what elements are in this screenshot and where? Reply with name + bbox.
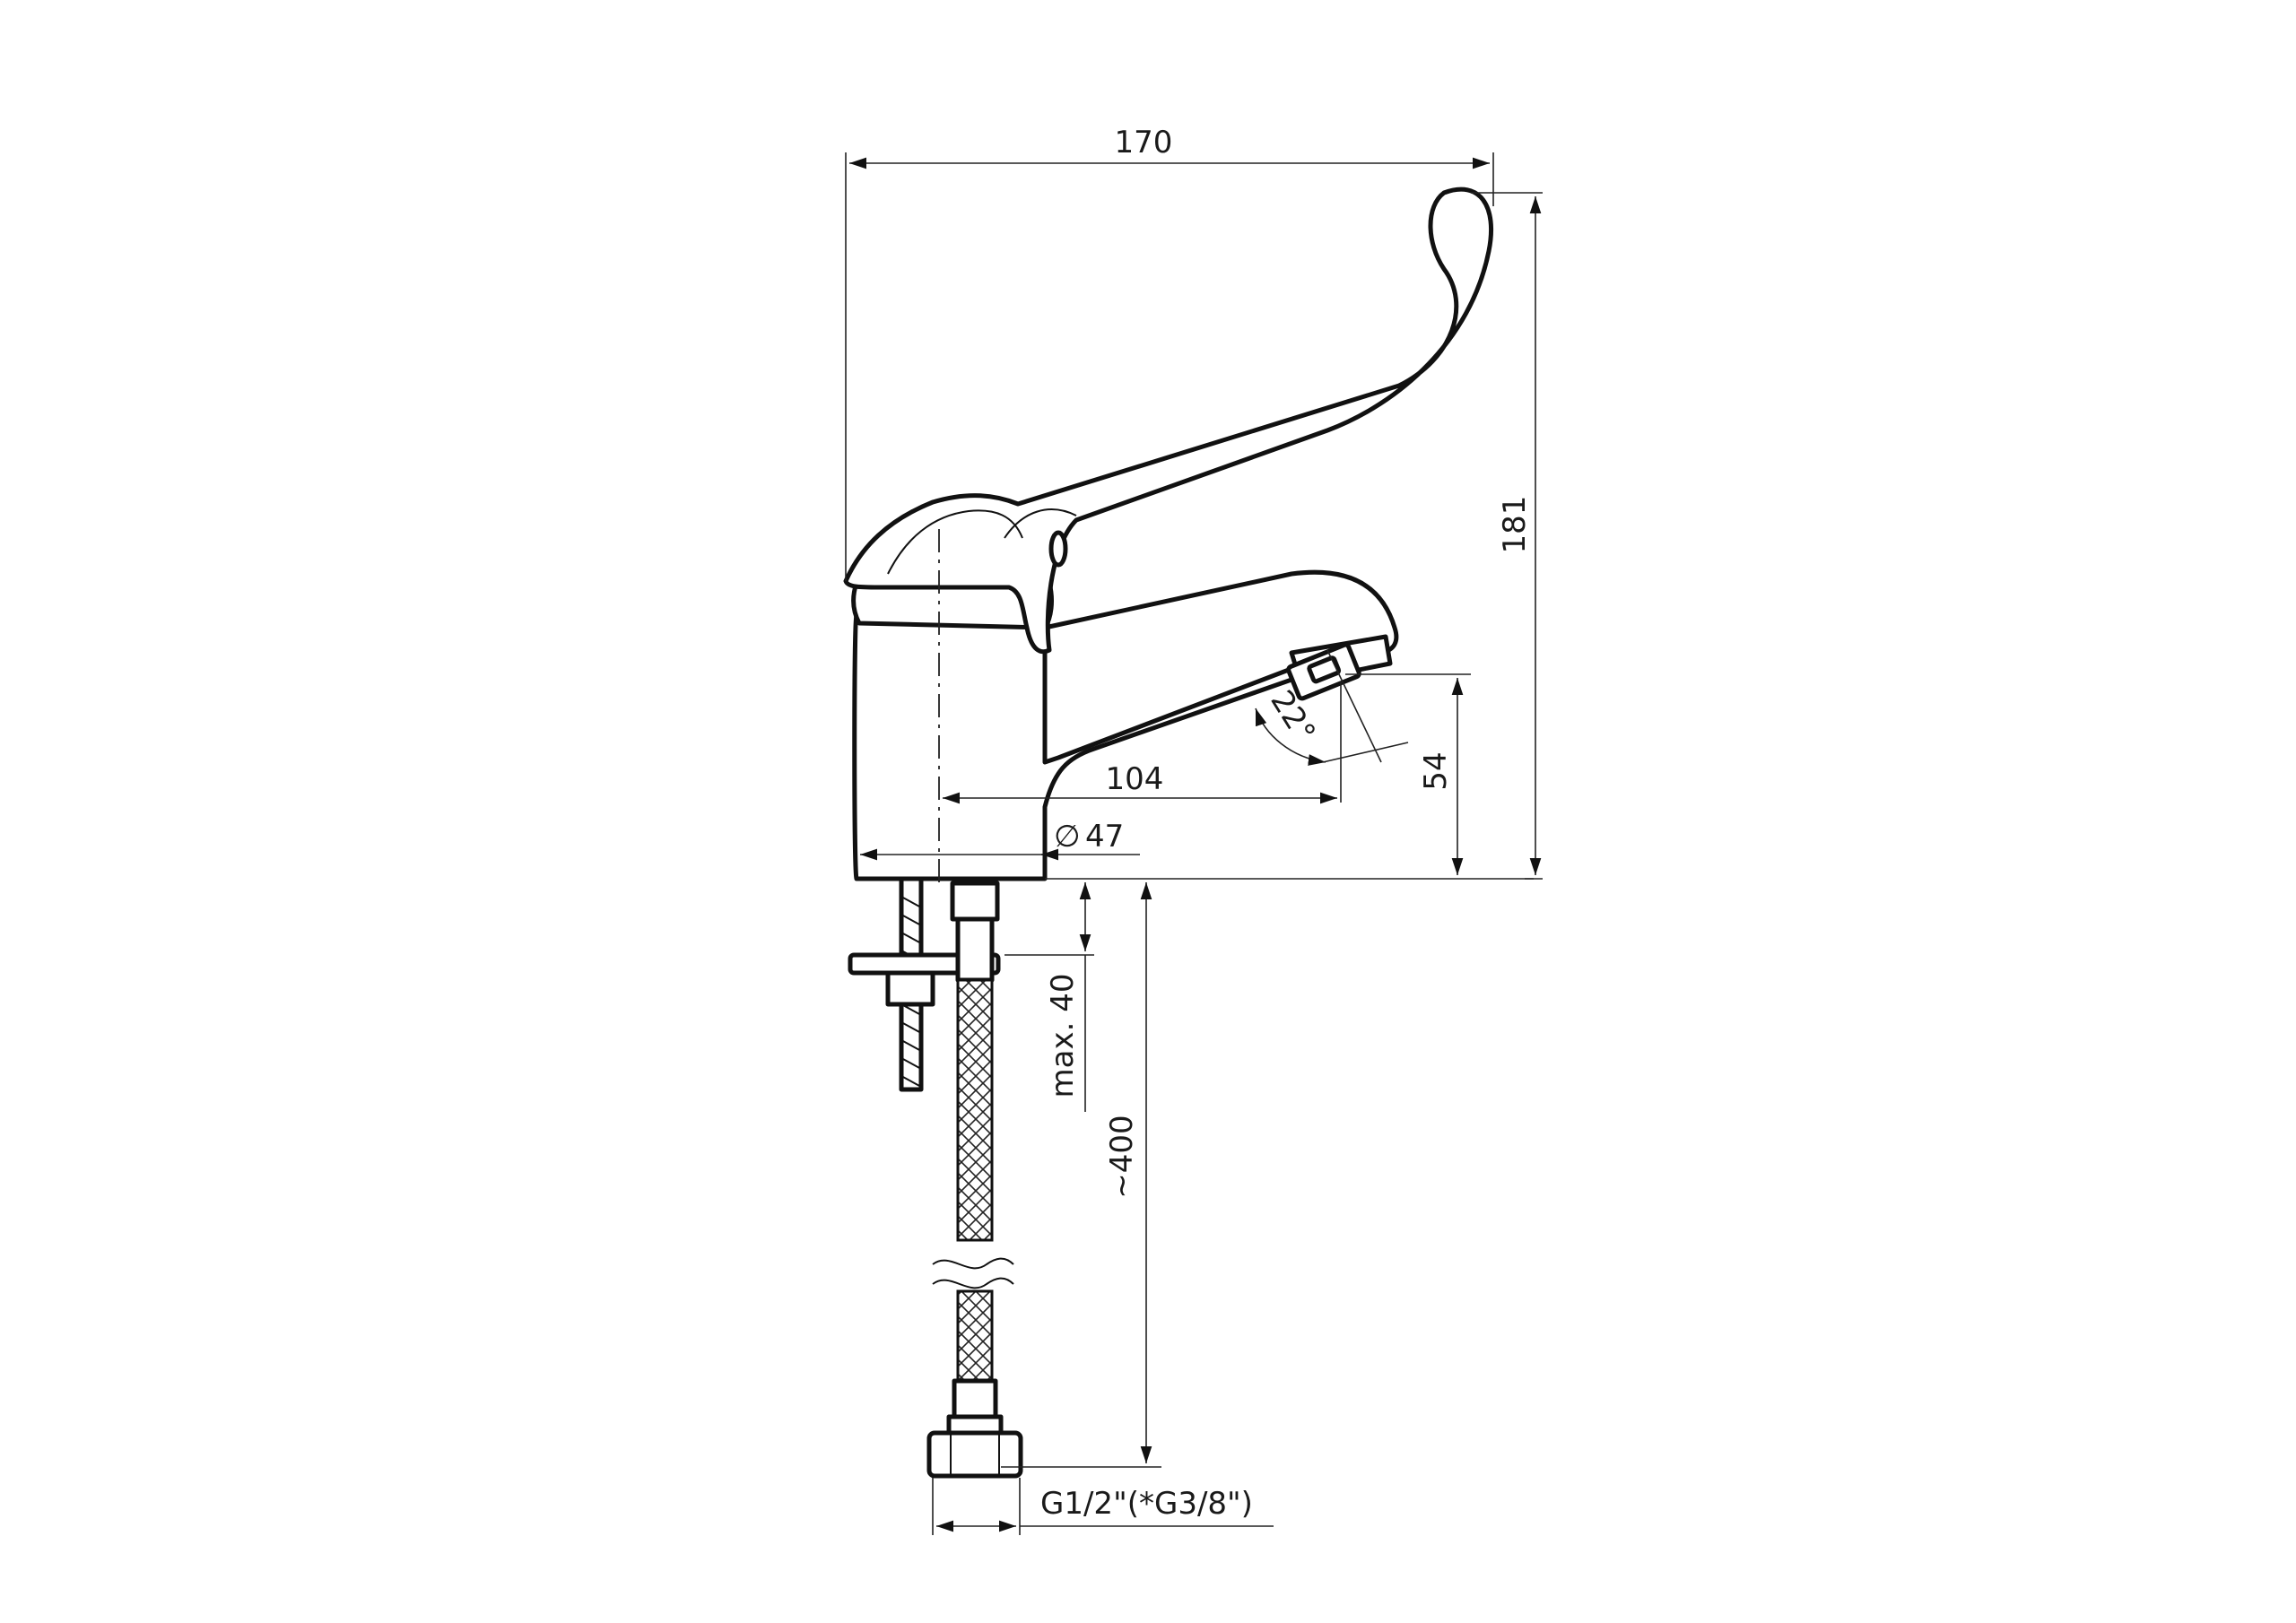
dim-hose-length-label: ~400 xyxy=(1104,1115,1140,1198)
dim-thread: G1/2"(*G3/8") xyxy=(932,1478,1274,1535)
dim-max-deck-thickness: max. 40 xyxy=(1004,882,1094,1112)
dim-max-deck-thickness-label: max. 40 xyxy=(1045,974,1081,1098)
dim-spout-reach: 104 xyxy=(943,681,1342,804)
dim-spout-reach-label: 104 xyxy=(1106,761,1164,797)
dim-body-diameter-label: 47 xyxy=(1085,819,1124,855)
dim-thread-label: G1/2"(*G3/8") xyxy=(1040,1486,1253,1522)
dim-overall-width-label: 170 xyxy=(1115,125,1173,161)
dim-overall-height-label: 181 xyxy=(1497,496,1533,554)
dim-overall-height: 181 xyxy=(1471,192,1543,880)
aerator xyxy=(1286,642,1361,701)
dim-overall-width: 170 xyxy=(845,125,1494,581)
diameter-symbol: ∅ xyxy=(1054,819,1081,855)
flexible-hose xyxy=(926,881,1023,1479)
dim-hose-length: ~400 xyxy=(1001,882,1161,1468)
dim-outlet-height-label: 54 xyxy=(1418,751,1454,790)
dim-outlet-height: 54 xyxy=(1045,673,1534,880)
dim-body-diameter: ∅ 47 xyxy=(860,819,1140,861)
lever-handle xyxy=(843,187,1494,655)
